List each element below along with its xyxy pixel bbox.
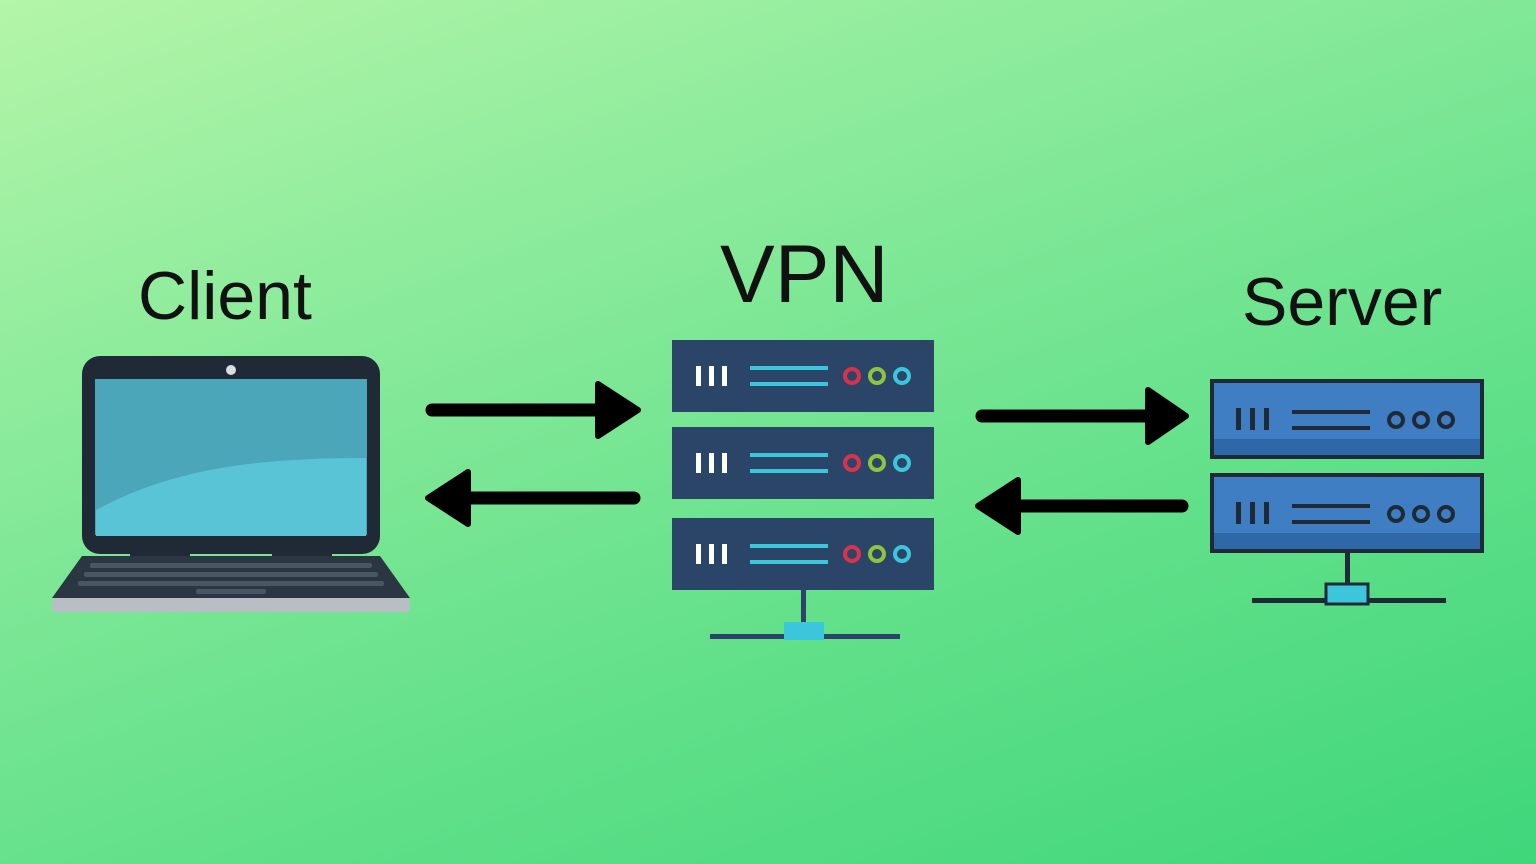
destination-server-unit bbox=[1210, 473, 1484, 553]
network-connector-icon bbox=[710, 590, 900, 640]
arrow-right-icon bbox=[975, 387, 1189, 445]
arrow-left-icon bbox=[975, 477, 1189, 535]
arrow-left-icon bbox=[425, 469, 641, 527]
destination-server-unit bbox=[1210, 379, 1484, 459]
vpn-server-unit bbox=[672, 518, 934, 590]
server-rack-icon bbox=[1210, 379, 1484, 606]
client-label: Client bbox=[138, 258, 312, 334]
vpn-server-unit bbox=[672, 340, 934, 412]
network-connector-icon bbox=[1252, 551, 1446, 606]
vpn-label: VPN bbox=[720, 229, 889, 320]
laptop-icon bbox=[52, 356, 410, 612]
server-label: Server bbox=[1242, 264, 1443, 340]
vpn-server-unit bbox=[672, 427, 934, 499]
server-rack-icon bbox=[672, 340, 934, 640]
arrow-right-icon bbox=[425, 381, 641, 439]
